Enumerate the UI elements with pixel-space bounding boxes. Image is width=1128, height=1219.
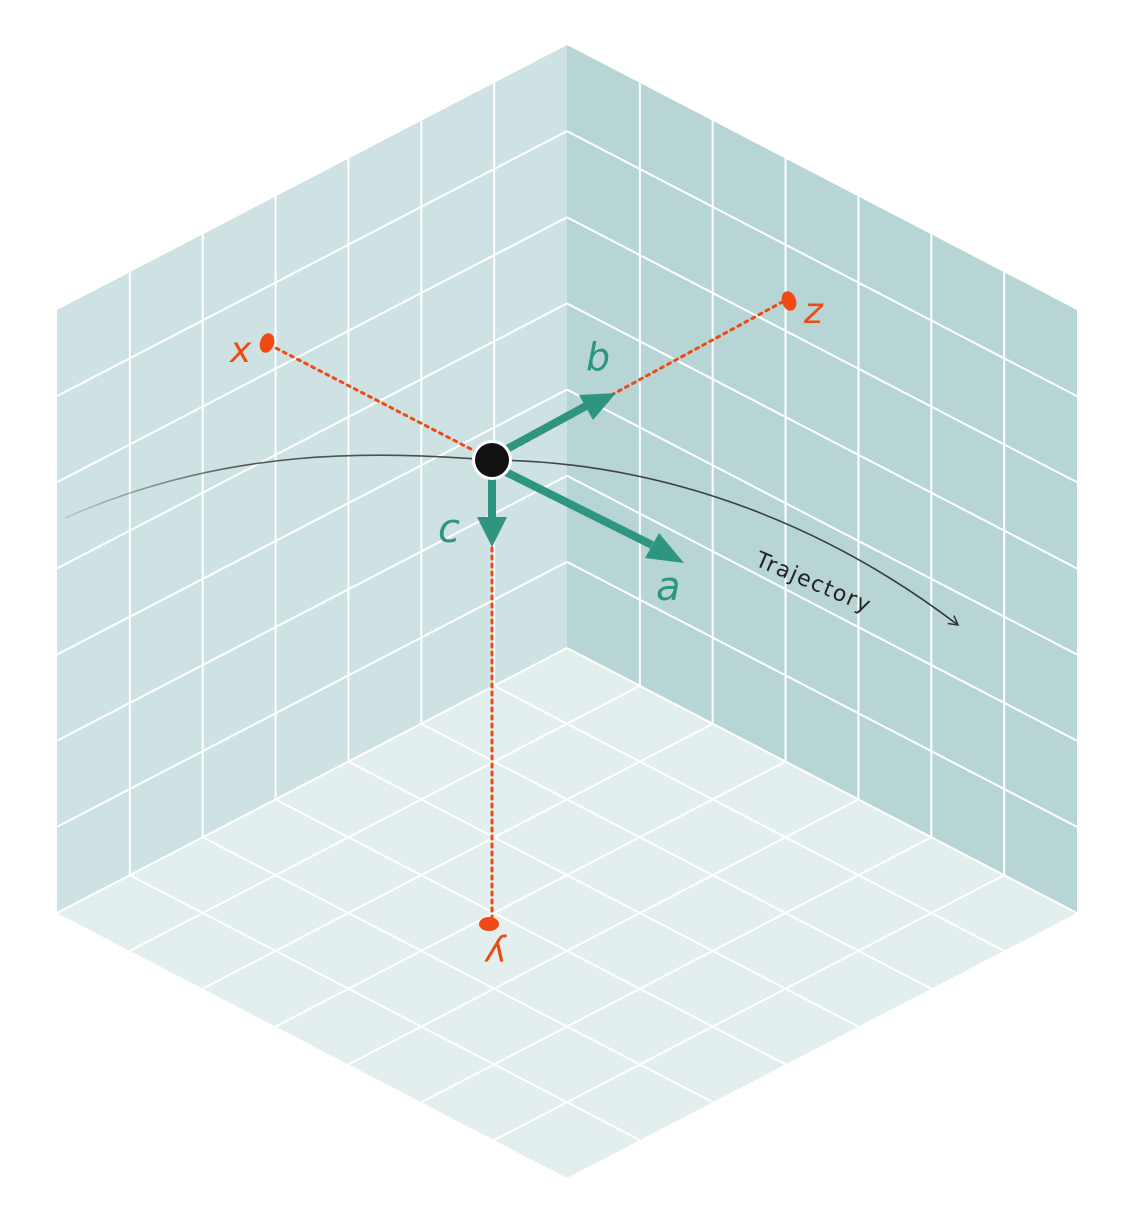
body-point-dot	[475, 443, 509, 477]
right-wall	[567, 45, 1077, 913]
grid-line	[202, 722, 714, 990]
grid-line	[420, 722, 932, 990]
grid-line	[129, 874, 641, 1142]
vector-c-arrowhead-icon	[477, 517, 507, 547]
left-wall	[57, 45, 567, 913]
z-axis-label: z	[803, 291, 824, 332]
grid-line	[56, 560, 568, 828]
grid-line	[493, 874, 1005, 1142]
grid-line	[129, 684, 641, 952]
grid-line	[420, 836, 932, 1104]
grid-line	[202, 836, 714, 1104]
vector-a-shaft	[504, 468, 654, 549]
grid-seam	[56, 647, 568, 914]
grid-line	[347, 760, 859, 1028]
grid-line	[56, 130, 568, 398]
body-vectors: b a c	[438, 335, 684, 610]
grid-line	[566, 302, 1078, 570]
x-axis-line	[268, 343, 494, 462]
vector-c-label: c	[438, 506, 460, 552]
vector-b-label: b	[586, 335, 610, 379]
body-point-group	[472, 440, 512, 480]
x-endpoint-icon	[259, 333, 275, 353]
grid-line	[275, 798, 787, 1066]
y-axis-label: y	[484, 933, 507, 974]
grid-seam	[566, 647, 1078, 914]
grid-line	[566, 388, 1078, 656]
grid-line	[493, 684, 1005, 952]
grid-line	[566, 130, 1078, 398]
x-axis-label: x	[229, 330, 252, 371]
grid-line	[566, 216, 1078, 484]
grid-line	[56, 388, 568, 656]
grid-lines	[56, 82, 1078, 1142]
grid-line	[566, 560, 1078, 828]
isometric-room	[56, 45, 1078, 1178]
grid-line	[56, 216, 568, 484]
vector-a-arrowhead-icon	[645, 533, 684, 563]
z-endpoint-icon	[781, 291, 797, 311]
axis-endpoints: x z y	[229, 291, 824, 974]
vector-a-label: a	[656, 564, 681, 610]
vector-b-arrowhead-icon	[579, 393, 616, 420]
grid-line	[347, 798, 859, 1066]
grid-line	[275, 760, 787, 1028]
vector-b-shaft	[503, 402, 588, 454]
y-endpoint-icon	[479, 917, 499, 931]
grid-line	[566, 474, 1078, 742]
grid-line	[56, 302, 568, 570]
